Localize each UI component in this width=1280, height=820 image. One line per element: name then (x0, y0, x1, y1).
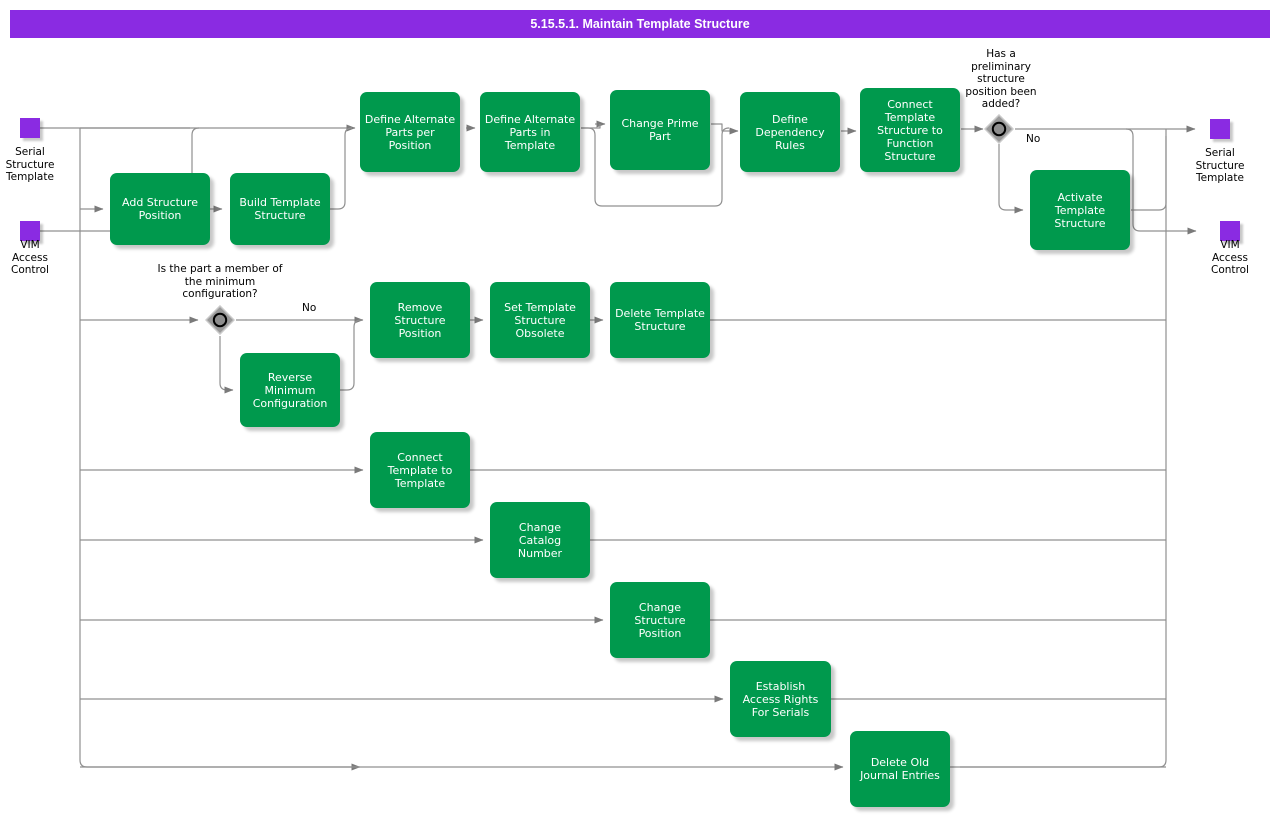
process-change-prime-part-label: Change Prime Part (621, 117, 699, 143)
minimum-configuration-gateway[interactable] (205, 305, 235, 335)
process-define-alternate-parts-per-position-label: Define Alternate Parts per Position (364, 112, 456, 152)
process-set-template-structure-obsolete[interactable]: Set Template Structure Obsolete (490, 282, 590, 358)
process-remove-structure-position-label: Remove Structure Position (394, 300, 446, 340)
page-title: 5.15.5.1. Maintain Template Structure (530, 17, 750, 31)
process-add-structure-position-label: Add Structure Position (122, 196, 198, 222)
process-connect-template-to-template[interactable]: Connect Template to Template (370, 432, 470, 508)
terminator-serial-structure-template-end[interactable] (1210, 119, 1230, 139)
process-reverse-minimum-configuration[interactable]: Reverse Minimum Configuration (240, 353, 340, 427)
process-delete-old-journal-entries[interactable]: Delete Old Journal Entries (850, 731, 950, 807)
minimum-configuration-gateway-branch-label: No (302, 302, 317, 314)
process-reverse-minimum-configuration-label: Reverse Minimum Configuration (252, 370, 328, 410)
process-define-dependency-rules-label: Define Dependency Rules (755, 112, 825, 152)
process-define-dependency-rules[interactable]: Define Dependency Rules (740, 92, 840, 172)
process-build-template-structure[interactable]: Build Template Structure (230, 173, 330, 245)
process-activate-template-structure[interactable]: Activate Template Structure (1030, 170, 1130, 250)
terminator-serial-structure-template-end-label: Serial Structure Template (1195, 147, 1245, 184)
process-connect-template-structure-to-function-structure-label: Connect Template Structure to Function S… (877, 97, 943, 163)
process-delete-template-structure[interactable]: Delete Template Structure (610, 282, 710, 358)
process-define-alternate-parts-per-position[interactable]: Define Alternate Parts per Position (360, 92, 460, 172)
preliminary-structure-position-gateway[interactable] (984, 114, 1014, 144)
process-define-alternate-parts-in-template-label: Define Alternate Parts in Template (484, 112, 576, 152)
process-remove-structure-position[interactable]: Remove Structure Position (370, 282, 470, 358)
process-define-alternate-parts-in-template[interactable]: Define Alternate Parts in Template (480, 92, 580, 172)
preliminary-structure-position-gateway-branch-label: No (1026, 133, 1041, 145)
process-connect-template-structure-to-function-structure[interactable]: Connect Template Structure to Function S… (860, 88, 960, 172)
minimum-configuration-gateway-question: Is the part a member of the minimum conf… (157, 263, 283, 300)
process-build-template-structure-label: Build Template Structure (239, 196, 321, 222)
process-connect-template-to-template-label: Connect Template to Template (387, 450, 453, 490)
terminator-vim-access-control-start-label: VIM Access Control (11, 239, 49, 276)
terminator-vim-access-control-end-label: VIM Access Control (1211, 239, 1249, 276)
process-establish-access-rights-for-serials-label: Establish Access Rights For Serials (742, 679, 819, 719)
process-change-catalog-number[interactable]: Change Catalog Number (490, 502, 590, 578)
page-title-bar: 5.15.5.1. Maintain Template Structure (10, 10, 1270, 38)
process-delete-old-journal-entries-label: Delete Old Journal Entries (860, 756, 940, 782)
process-establish-access-rights-for-serials[interactable]: Establish Access Rights For Serials (730, 661, 831, 737)
process-activate-template-structure-label: Activate Template Structure (1054, 190, 1106, 230)
process-add-structure-position[interactable]: Add Structure Position (110, 173, 210, 245)
terminator-vim-access-control-end[interactable] (1220, 221, 1240, 241)
terminator-serial-structure-template-start-label: Serial Structure Template (5, 146, 55, 183)
process-change-catalog-number-label: Change Catalog Number (517, 520, 563, 560)
process-delete-template-structure-label: Delete Template Structure (615, 307, 705, 333)
process-change-structure-position[interactable]: Change Structure Position (610, 582, 710, 658)
preliminary-structure-position-gateway-question: Has a preliminary structure position bee… (965, 48, 1037, 110)
process-set-template-structure-obsolete-label: Set Template Structure Obsolete (504, 300, 576, 340)
terminator-vim-access-control-start[interactable] (20, 221, 40, 241)
process-change-structure-position-label: Change Structure Position (634, 600, 686, 640)
process-change-prime-part[interactable]: Change Prime Part (610, 90, 710, 170)
terminator-serial-structure-template-start[interactable] (20, 118, 40, 138)
